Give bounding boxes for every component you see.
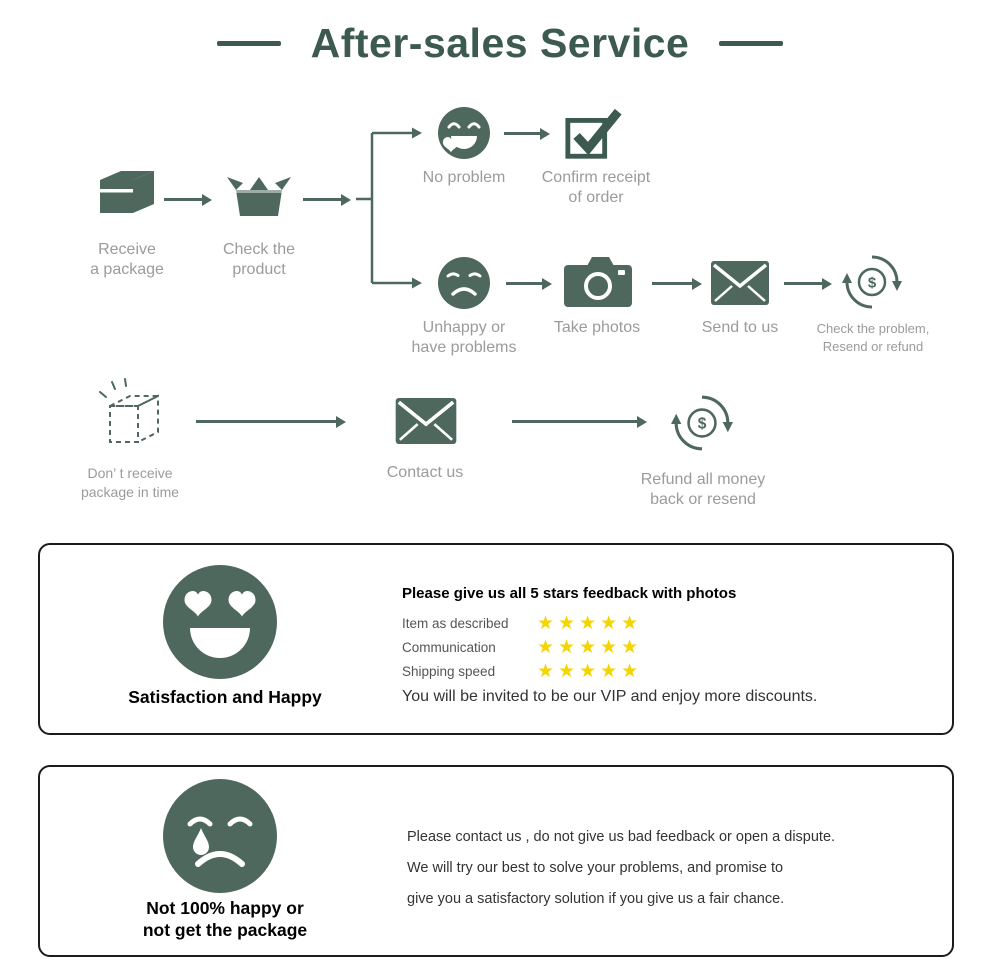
rating-label: Item as described xyxy=(402,615,509,631)
label-line: of order xyxy=(568,189,624,206)
envelope-icon xyxy=(711,261,769,305)
confirm-receipt-label: Confirm receipt of order xyxy=(536,168,656,208)
contact-us-label: Contact us xyxy=(375,463,475,483)
label-line: Take photos xyxy=(553,319,641,336)
arrow-icon xyxy=(512,415,647,428)
unsatisfied-face-label: Not 100% happy or not get the package xyxy=(100,897,350,941)
paragraph-line: We will try our best to solve your probl… xyxy=(407,860,784,876)
missing-package-icon xyxy=(99,378,159,443)
dollar-sign-glyph: $ xyxy=(868,275,877,292)
camera-icon xyxy=(564,257,632,307)
label-line: Check the problem, xyxy=(816,321,930,336)
rating-row: Item as described ★★★★★ xyxy=(402,611,642,635)
label-line: No problem xyxy=(422,169,506,186)
five-stars-icon: ★★★★★ xyxy=(537,636,643,658)
apology-paragraph: Please contact us , do not give us bad f… xyxy=(407,822,937,915)
arrow-icon xyxy=(504,127,550,140)
label-line: Contact us xyxy=(386,464,464,481)
paragraph-line: give you a satisfactory solution if you … xyxy=(407,891,785,907)
dollar-refresh-icon: $ xyxy=(842,255,902,309)
unhappy-label: Unhappy or have problems xyxy=(404,318,524,358)
page-title: After-sales Service xyxy=(310,19,690,66)
label-line: Check the xyxy=(222,241,296,258)
label-line: a package xyxy=(90,261,164,278)
checkbox-check-icon xyxy=(565,108,622,159)
refund-icon: $ xyxy=(671,395,733,451)
unsatisfied-panel: Not 100% happy or not get the package Pl… xyxy=(38,765,954,957)
label-line: Not 100% happy or xyxy=(146,898,304,918)
take-photos-label: Take photos xyxy=(547,318,647,338)
dollar-sign-glyph: $ xyxy=(698,416,707,433)
rating-label: Communication xyxy=(402,639,496,655)
open-box-icon xyxy=(227,177,291,216)
heart-eyes-face-icon xyxy=(163,565,277,679)
branch-connector xyxy=(356,127,422,289)
title-left-dash xyxy=(216,40,281,46)
arrow-icon xyxy=(784,277,832,290)
label-line: Send to us xyxy=(701,319,779,336)
label-line: Unhappy or xyxy=(422,319,506,336)
vip-footer: You will be invited to be our VIP and en… xyxy=(402,688,818,705)
rating-row: Communication ★★★★★ xyxy=(402,635,642,659)
label-line: Resend or refund xyxy=(822,339,924,354)
arrow-icon xyxy=(196,415,346,428)
dont-receive-label: Don’ t receive package in time xyxy=(70,464,190,502)
crying-face-icon xyxy=(163,779,277,893)
label-line: Don’ t receive xyxy=(87,465,173,481)
label-line: have problems xyxy=(411,339,517,356)
label-line: not get the package xyxy=(142,920,308,940)
label-line: package in time xyxy=(80,484,180,500)
label-line: product xyxy=(232,261,286,278)
paragraph-line: Please contact us , do not give us bad f… xyxy=(407,829,836,845)
sad-face-icon xyxy=(438,257,490,309)
send-to-us-label: Send to us xyxy=(690,318,790,338)
five-stars-icon: ★★★★★ xyxy=(537,660,643,682)
five-stars-icon: ★★★★★ xyxy=(537,612,643,634)
label-line: back or resend xyxy=(650,491,756,508)
arrow-icon xyxy=(652,277,702,290)
arrow-icon xyxy=(303,193,351,206)
receive-package-label: Receive a package xyxy=(77,240,177,280)
label-line: Refund all money xyxy=(640,471,766,488)
contact-envelope-icon xyxy=(395,398,457,444)
label-line: Receive xyxy=(98,241,156,258)
title-row: After-sales Service xyxy=(0,12,1000,74)
check-product-label: Check the product xyxy=(209,240,309,280)
label-line: Confirm receipt xyxy=(541,169,651,186)
satisfaction-panel: Satisfaction and Happy Please give us al… xyxy=(38,543,954,735)
label-line: Satisfaction and Happy xyxy=(128,687,322,707)
rating-label: Shipping speed xyxy=(402,663,496,679)
refund-label: Refund all money back or resend xyxy=(633,470,773,510)
arrow-icon xyxy=(164,193,212,206)
no-problem-label: No problem xyxy=(414,168,514,188)
check-problem-label: Check the problem, Resend or refund xyxy=(803,320,943,356)
happy-face-heart-icon xyxy=(438,107,490,159)
package-icon xyxy=(100,171,154,213)
rating-row: Shipping speed ★★★★★ xyxy=(402,659,642,683)
arrow-icon xyxy=(506,277,552,290)
satisfaction-face-label: Satisfaction and Happy xyxy=(110,686,340,708)
rating-list: Item as described ★★★★★ Communication ★★… xyxy=(402,611,642,683)
feedback-heading: Please give us all 5 stars feedback with… xyxy=(402,585,737,602)
title-right-dash xyxy=(719,40,784,46)
